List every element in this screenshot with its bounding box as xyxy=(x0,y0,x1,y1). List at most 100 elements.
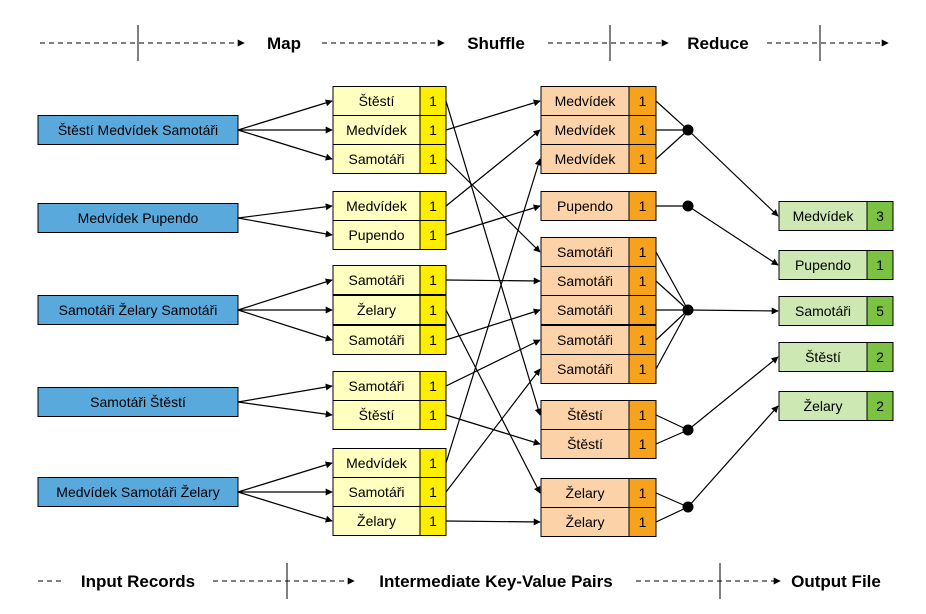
input-record-text: Štěstí Medvídek Samotáři xyxy=(58,122,218,138)
pair-key-cell xyxy=(540,325,630,355)
shuffle-edge xyxy=(445,339,541,387)
pair-value: 1 xyxy=(639,485,647,501)
pair-value-cell xyxy=(628,191,657,221)
pair-key-cell xyxy=(540,115,630,145)
pair-value: 1 xyxy=(429,332,437,348)
pair-key: Pupendo xyxy=(795,257,851,273)
input-record: Štěstí Medvídek Samotáři xyxy=(37,115,239,145)
pair-key: Štěstí xyxy=(359,93,395,109)
pair-key: Štěstí xyxy=(359,407,395,423)
reduce-edge xyxy=(655,251,689,311)
pair-key: Samotáři xyxy=(557,302,613,318)
pair-value: 2 xyxy=(876,349,884,365)
pair-value: 1 xyxy=(639,436,647,452)
pair-value: 1 xyxy=(429,455,437,471)
pair-value: 1 xyxy=(639,273,647,289)
pair-value-cell xyxy=(419,295,447,325)
pair-value: 1 xyxy=(639,122,647,138)
reduce-edge xyxy=(655,309,689,370)
pair-key-cell xyxy=(540,400,630,430)
pair-value-cell xyxy=(866,391,894,421)
pair-value-cell xyxy=(419,144,447,174)
reduce-edge xyxy=(655,129,689,160)
shuffle-edge xyxy=(445,518,541,526)
input-record: Samotáři Štěstí xyxy=(37,387,239,417)
pair-value: 1 xyxy=(639,244,647,260)
pair-key: Samotáři xyxy=(557,273,613,289)
pair-value-cell xyxy=(628,478,657,508)
map-edge xyxy=(237,278,333,311)
shuffle-pair: Samotáři 1 xyxy=(540,295,657,325)
pair-key: Štěstí xyxy=(805,349,841,365)
pair-value: 1 xyxy=(429,378,437,394)
map-edge xyxy=(237,383,333,403)
map-edge xyxy=(237,461,333,493)
pair-value: 1 xyxy=(429,198,437,214)
pair-value: 3 xyxy=(876,208,884,224)
pair-key: Pupendo xyxy=(348,227,404,243)
pair-key-cell xyxy=(540,478,630,508)
pair-key: Samotáři xyxy=(348,151,404,167)
pair-key-cell xyxy=(778,391,868,421)
map-edge xyxy=(237,309,333,342)
pair-key-cell xyxy=(332,325,421,355)
pair-value: 2 xyxy=(876,398,884,414)
pair-key-cell xyxy=(540,295,630,325)
pair-key-cell xyxy=(540,237,630,267)
pair-value: 1 xyxy=(639,302,647,318)
pair-key: Želary xyxy=(357,513,396,529)
pair-key: Samotáři xyxy=(348,272,404,288)
pair-key: Samotáři xyxy=(348,378,404,394)
map-pair: Samotáři 1 xyxy=(332,371,447,401)
output-edge xyxy=(687,307,779,315)
pair-value-cell xyxy=(628,325,657,355)
map-edge xyxy=(237,129,333,161)
map-edge xyxy=(237,99,333,131)
pair-key-cell xyxy=(332,477,421,507)
pair-value-cell xyxy=(866,250,894,280)
pair-key-cell xyxy=(332,400,421,430)
pair-key-cell xyxy=(332,295,421,325)
reduce-edge xyxy=(655,429,689,445)
map-edge xyxy=(237,217,333,238)
pair-key: Medvídek xyxy=(555,151,617,167)
stage-flow-top: Map Shuffle Reduce xyxy=(40,25,889,61)
pair-value-cell xyxy=(628,115,657,145)
pair-key-cell xyxy=(540,266,630,296)
pair-key-cell xyxy=(540,144,630,174)
pair-key: Samotáři xyxy=(348,332,404,348)
pair-value-cell xyxy=(419,448,447,478)
pair-key: Štěstí xyxy=(567,436,603,452)
input-record-text: Medvídek Samotáři Želary xyxy=(56,484,219,500)
reduce-edge xyxy=(655,100,689,131)
shuffle-edge xyxy=(445,368,541,493)
pair-value: 1 xyxy=(639,514,647,530)
map-pair: Samotáři 1 xyxy=(332,325,447,355)
output-edge xyxy=(687,356,779,431)
phase-label-input: Input Records xyxy=(81,572,195,591)
pair-key-cell xyxy=(778,201,868,231)
pair-value-cell xyxy=(419,325,447,355)
pair-key: Medvídek xyxy=(555,93,617,109)
shuffle-edge xyxy=(445,204,541,236)
pair-value: 1 xyxy=(639,361,647,377)
pair-value-cell xyxy=(866,342,894,372)
pair-value: 1 xyxy=(639,407,647,423)
pair-key: Medvídek xyxy=(346,198,408,214)
pair-key-cell xyxy=(540,354,630,384)
pair-key-cell xyxy=(540,191,630,221)
pair-value-cell xyxy=(628,354,657,384)
